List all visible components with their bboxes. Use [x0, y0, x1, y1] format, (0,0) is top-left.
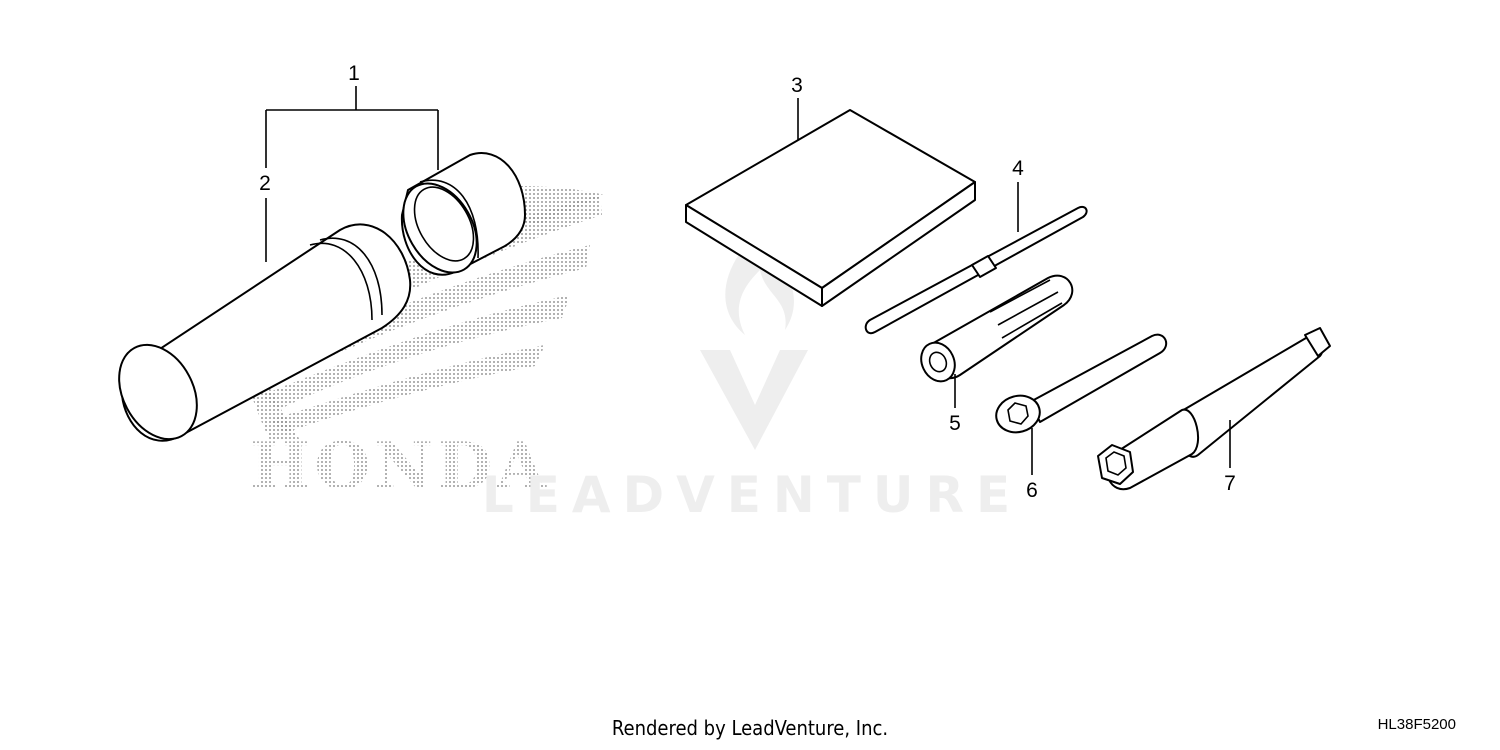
leadventure-text-watermark: LEADVENTURE [482, 466, 1022, 524]
spark-plug-wrench[interactable] [1097, 327, 1331, 491]
svg-text:3: 3 [791, 74, 803, 97]
svg-text:2: 2 [259, 172, 271, 195]
svg-text:1: 1 [348, 62, 360, 85]
callout-1[interactable]: 1 [265, 62, 439, 170]
tool-case-cap[interactable] [388, 152, 526, 286]
ring-wrench[interactable] [992, 333, 1168, 437]
tool-case-tube[interactable] [104, 223, 412, 452]
svg-text:5: 5 [949, 412, 961, 435]
svg-text:4: 4 [1012, 157, 1024, 180]
diagram-code: HL38F5200 [1377, 716, 1456, 733]
screwdriver-handle[interactable] [915, 274, 1074, 387]
callout-5[interactable]: 5 [949, 374, 961, 435]
svg-text:6: 6 [1026, 479, 1038, 502]
honda-text-watermark: HONDA [250, 429, 550, 504]
callout-3[interactable]: 3 [791, 74, 803, 140]
owners-manual[interactable] [685, 109, 976, 307]
callout-6[interactable]: 6 [1026, 428, 1038, 502]
screwdriver[interactable] [864, 206, 1088, 335]
callout-4[interactable]: 4 [1012, 157, 1024, 232]
callout-2[interactable]: 2 [259, 172, 271, 262]
rendered-by-credit: Rendered by LeadVenture, Inc. [611, 716, 889, 740]
callout-7[interactable]: 7 [1224, 420, 1236, 495]
svg-text:7: 7 [1224, 472, 1236, 495]
